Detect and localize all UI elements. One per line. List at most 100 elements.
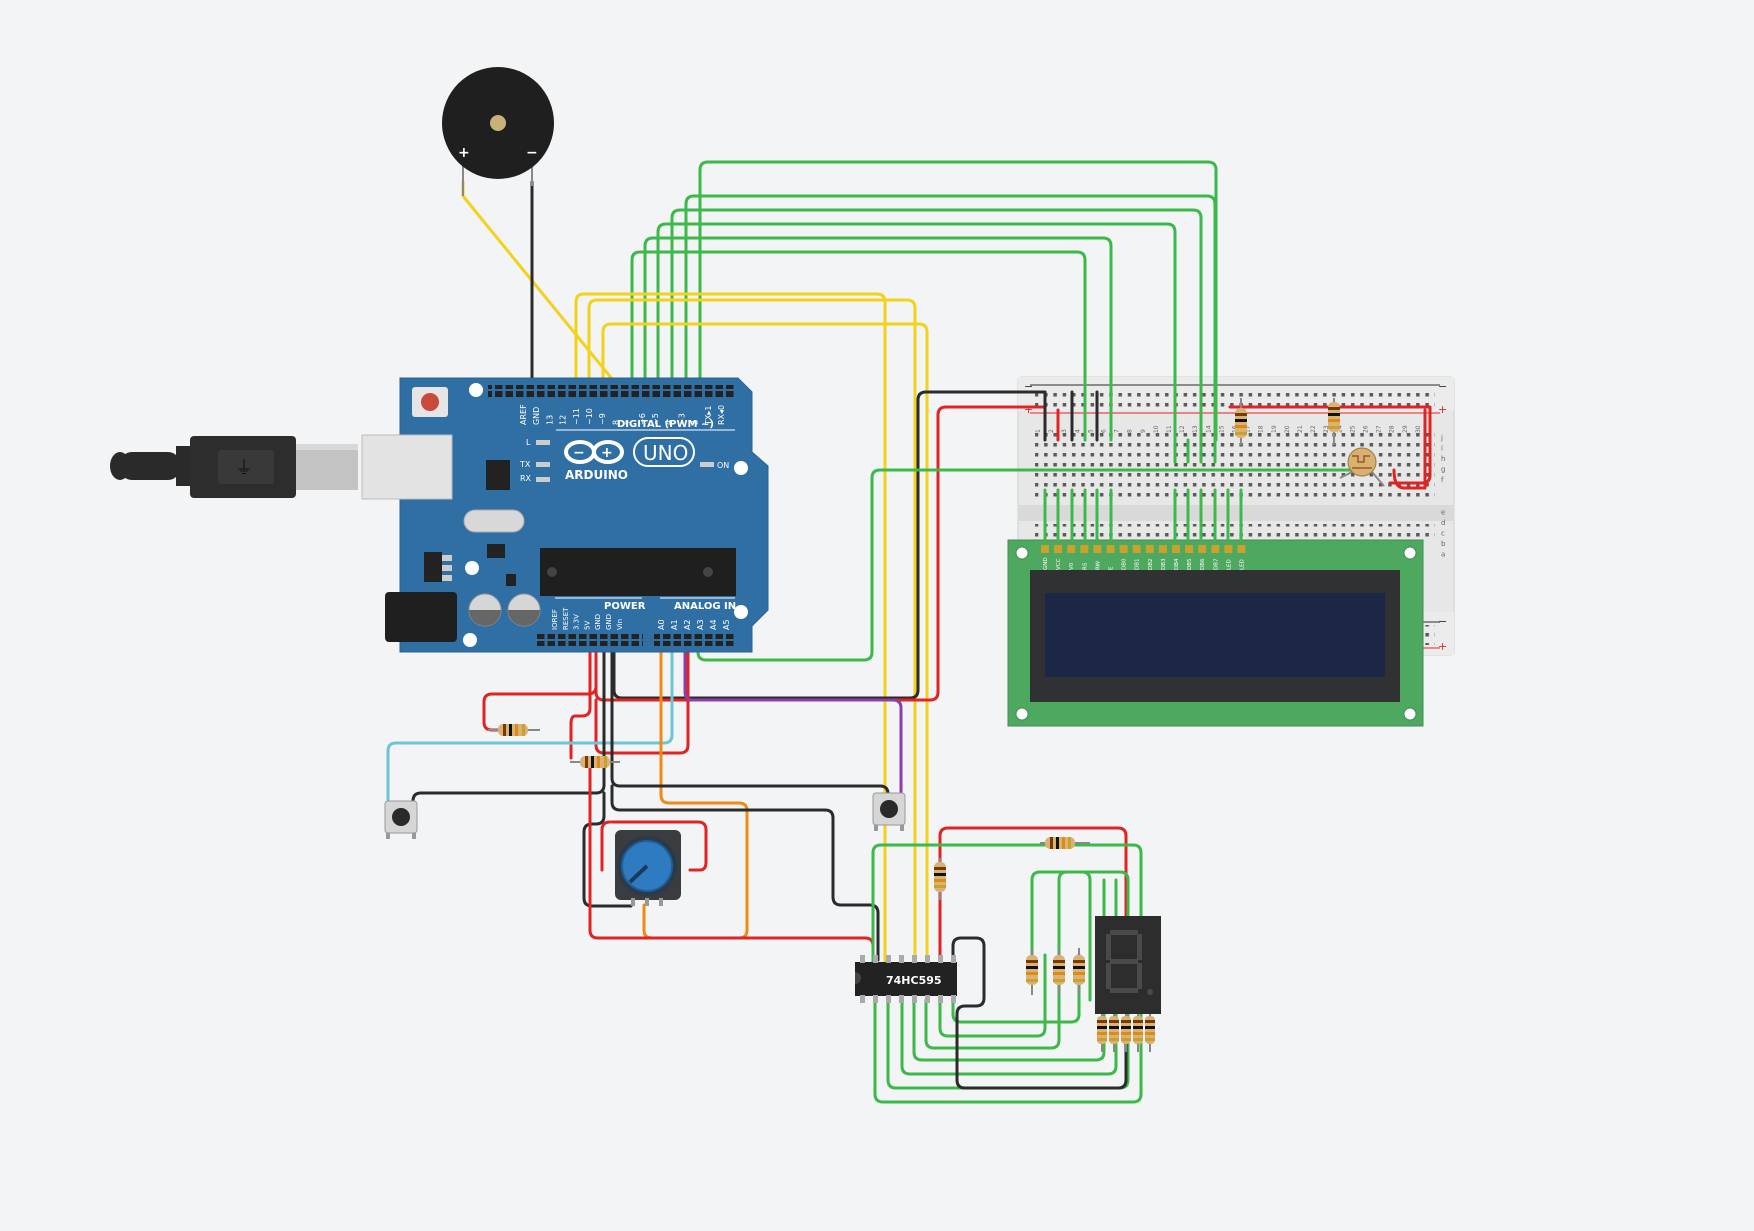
lcd-pin-label: DB2 [1148, 558, 1154, 570]
digital-pin-label: ~9 [598, 413, 607, 425]
power-pin-label: 3.3V [573, 614, 581, 630]
wire-red-5v-button [482, 646, 598, 732]
breadboard-column-number: 11 [1166, 425, 1173, 433]
digital-pin-label: ~3 [677, 413, 686, 425]
shift-register-pin-top [899, 955, 904, 963]
breadboard-column-number: 17 [1245, 425, 1252, 433]
segment-pin-resistor [1097, 1016, 1107, 1044]
l-led-label: L [526, 438, 531, 447]
digital-header-label: DIGITAL (PWM ~) [617, 419, 714, 430]
lcd-pin-label: RW [1095, 560, 1101, 570]
wire-green-d7 [630, 250, 1087, 442]
wire-green-a3-ldr [696, 468, 1357, 662]
wire-yellow-d10 [587, 298, 917, 968]
analog-header-label: ANALOG IN [674, 601, 736, 612]
wire-black-gnd-button-left [411, 646, 606, 809]
shift-register-pin-top [912, 955, 917, 963]
breadboard-column-number: 28 [1389, 425, 1396, 433]
breadboard-plus-top-right: + [1438, 403, 1447, 416]
pushbutton-right[interactable] [872, 792, 906, 831]
segment-pin-resistor [1121, 1016, 1131, 1044]
lcd-pin-label: DB5 [1187, 558, 1193, 570]
lcd-pin-label: RS [1082, 562, 1088, 570]
potentiometer[interactable] [615, 830, 681, 906]
wires [386, 160, 1432, 1104]
seven-segment-pins [1097, 1014, 1155, 1052]
breadboard-column-number: 1 [1035, 429, 1042, 433]
pushbutton-left[interactable] [384, 800, 418, 839]
breadboard-column-number: 25 [1349, 425, 1356, 433]
breadboard-column-number: 13 [1192, 425, 1199, 433]
segment-resistors [934, 837, 1090, 995]
usb-icon: ⏚ [235, 458, 253, 479]
digital-pin-label: ~6 [638, 413, 647, 425]
rx-led-label: RX [520, 474, 532, 483]
button-resistors [488, 724, 620, 768]
shift-register-74hc595: 74HC595 [855, 955, 957, 1003]
wire-red-top-rail [1228, 405, 1432, 485]
digital-pin-label: AREF [519, 404, 528, 425]
breadboard-row-letter: g [1441, 466, 1445, 474]
lcd-pin [1054, 545, 1063, 553]
lcd-pin [1067, 545, 1076, 553]
lcd-pin [1237, 545, 1246, 553]
breadboard-column-number: 10 [1153, 425, 1160, 433]
lcd-pin [1132, 545, 1141, 553]
resistor [1053, 955, 1065, 985]
shift-register-pin-top [886, 955, 891, 963]
shift-register-pin-bottom [925, 995, 930, 1003]
segment-pin-resistor [1109, 1016, 1119, 1044]
shift-register-pin-bottom [912, 995, 917, 1003]
lcd-pin [1106, 545, 1115, 553]
digital-pin-label: 4 [664, 420, 673, 425]
analog-pin-label: A1 [670, 619, 679, 630]
lcd-pin [1185, 545, 1194, 553]
power-header-label: POWER [604, 601, 646, 612]
breadboard-column-number: 2 [1048, 429, 1055, 433]
lcd-pin-label: LED [1226, 559, 1232, 570]
breadboard-minus-top-left: − [1024, 380, 1033, 393]
breadboard-row-letter: d [1441, 519, 1445, 527]
lcd-pin [1041, 545, 1049, 553]
breadboard-minus-bottom-right: − [1438, 615, 1447, 628]
breadboard-column-number: 27 [1376, 425, 1383, 433]
digital-pin-label: 12 [559, 415, 568, 425]
breadboard-row-letter: f [1441, 476, 1444, 484]
lcd-pin-label: DB3 [1161, 558, 1167, 570]
breadboard-column-number: 3 [1061, 429, 1068, 433]
lcd-pin [1145, 545, 1154, 553]
lcd-pin-label: LED [1240, 559, 1246, 570]
photoresistor [1339, 447, 1385, 487]
power-pin-label: GND [605, 614, 613, 630]
wire-purple-a2 [683, 646, 903, 797]
breadboard-column-numbers: 1234567891011121314151617181920212223242… [1035, 425, 1422, 433]
lcd-pin-label: E [1109, 566, 1115, 570]
power-pin-label: GND [594, 614, 602, 630]
shift-register-pin-top [873, 955, 878, 963]
lcd-pin [1198, 545, 1207, 553]
analog-pin-label: A4 [709, 619, 718, 630]
lcd-pin [1172, 545, 1180, 553]
breadboard-column-number: 7 [1114, 429, 1121, 433]
breadboard-plus-bottom-right: + [1438, 640, 1447, 653]
analog-pin-label: A0 [657, 619, 666, 630]
segment-pin-resistor [1133, 1016, 1143, 1044]
wire-green-d6 [643, 236, 1113, 442]
digital-pin-label: ~11 [572, 408, 581, 425]
buzzer-minus-label: − [526, 145, 538, 161]
lcd-pin-label: DB0 [1122, 558, 1128, 570]
digital-pin-label: 13 [545, 415, 554, 425]
breadboard-column-number: 5 [1087, 429, 1094, 433]
breadboard-column-number: 8 [1127, 429, 1134, 433]
svg-text:−: − [573, 445, 585, 461]
lcd-pin [1224, 545, 1233, 553]
breadboard-row-letter: e [1441, 509, 1445, 517]
resistor [1073, 955, 1085, 985]
breadboard-row-letter: b [1441, 540, 1446, 548]
wire-yellow-d9 [601, 322, 929, 968]
